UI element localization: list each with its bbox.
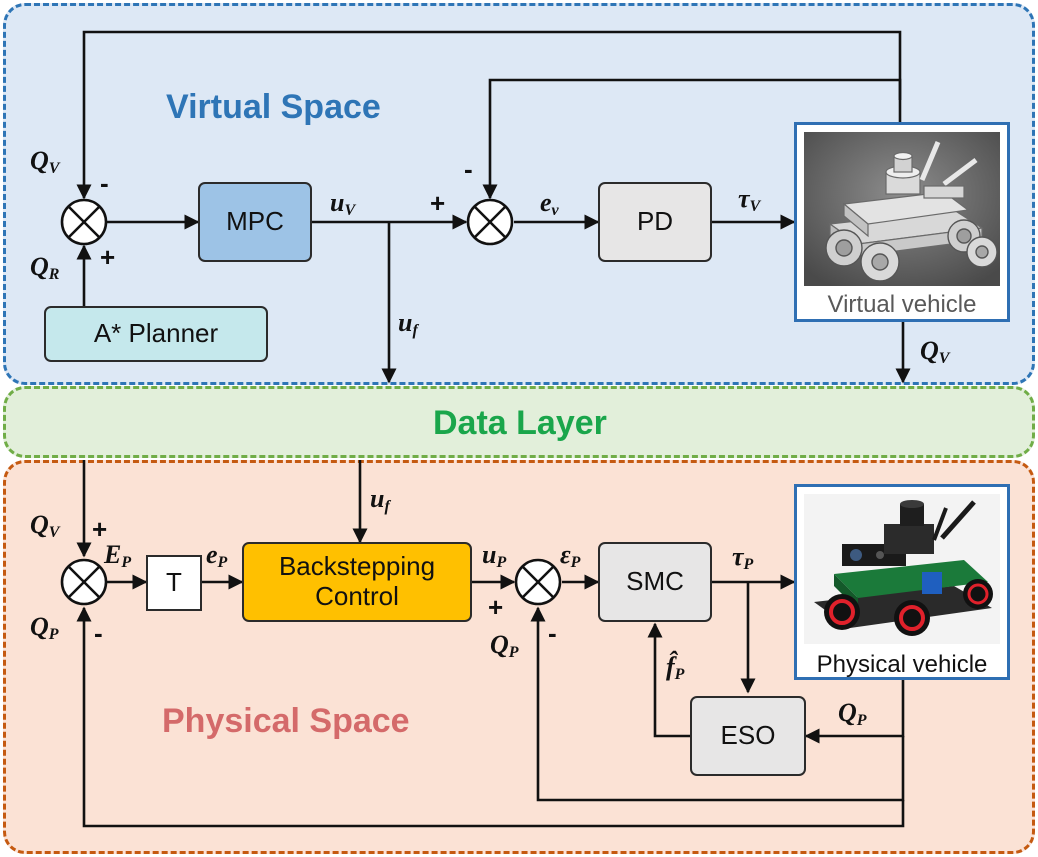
label-ep-lower: eP xyxy=(206,540,228,571)
label-uf-physical: uf xyxy=(370,484,390,515)
wire-qp-inner xyxy=(530,606,905,802)
label-qv-physical: QV xyxy=(30,510,60,541)
summing-junctions xyxy=(60,198,562,606)
pd-block: PD xyxy=(598,182,712,262)
label-qv-top: QV xyxy=(30,146,60,177)
physical-vehicle-photo xyxy=(804,494,1000,644)
label-qp-left: QP xyxy=(30,612,59,643)
physical-vehicle-frame: Physical vehicle xyxy=(794,484,1010,680)
data-layer-region xyxy=(3,386,1035,458)
label-qr: QR xyxy=(30,252,60,283)
eso-block: ESO xyxy=(690,696,806,776)
sum-junction-mpc xyxy=(60,198,108,246)
label-qp-mid: QP xyxy=(490,630,519,661)
label-ev: ev xyxy=(540,188,559,219)
label-up: uP xyxy=(482,540,507,571)
label-fhat-p: f̂P xyxy=(666,652,685,683)
transform-t-block: T xyxy=(146,555,202,611)
label-uv: uV xyxy=(330,188,356,219)
sum-junction-pd xyxy=(466,198,514,246)
mpc-block: MPC xyxy=(198,182,312,262)
sign-sum3-minus: - xyxy=(94,618,103,648)
wire-inner-feedback xyxy=(482,78,902,200)
sign-sum2-minus: - xyxy=(464,154,473,184)
physical-space-title: Physical Space xyxy=(162,702,410,740)
virtual-space-title: Virtual Space xyxy=(166,88,381,126)
label-eps-p: εP xyxy=(560,540,581,571)
sign-sum1-minus: - xyxy=(100,168,109,198)
wire-qv-outer-feedback xyxy=(76,30,902,200)
smc-block: SMC xyxy=(598,542,712,622)
virtual-vehicle-frame: Virtual vehicle xyxy=(794,122,1010,322)
virtual-vehicle-caption: Virtual vehicle xyxy=(827,291,977,318)
backstepping-control-block: Backstepping Control xyxy=(242,542,472,622)
data-layer-title: Data Layer xyxy=(433,404,607,442)
wire-fhat xyxy=(647,622,690,738)
physical-vehicle-caption: Physical vehicle xyxy=(816,651,988,678)
sum-junction-t xyxy=(60,558,108,606)
label-uf-virtual: uf xyxy=(398,308,418,339)
virtual-vehicle-render xyxy=(804,132,1000,286)
sign-sum2-plus: + xyxy=(430,188,446,218)
astar-planner-block: A* Planner xyxy=(44,306,268,362)
label-qp-eso: QP xyxy=(838,698,867,729)
sign-sum4-plus: + xyxy=(488,592,504,622)
wire-qp-outer xyxy=(76,606,905,828)
label-tau-p: τP xyxy=(732,542,754,573)
sign-sum4-minus: - xyxy=(548,618,557,648)
sign-sum3-plus: + xyxy=(92,514,108,544)
label-tau-v: τV xyxy=(738,184,761,215)
sum-junction-smc xyxy=(514,558,562,606)
label-qv-right: QV xyxy=(920,336,950,367)
sign-sum1-plus: + xyxy=(100,242,116,272)
label-ep-upper: EP xyxy=(104,540,132,571)
